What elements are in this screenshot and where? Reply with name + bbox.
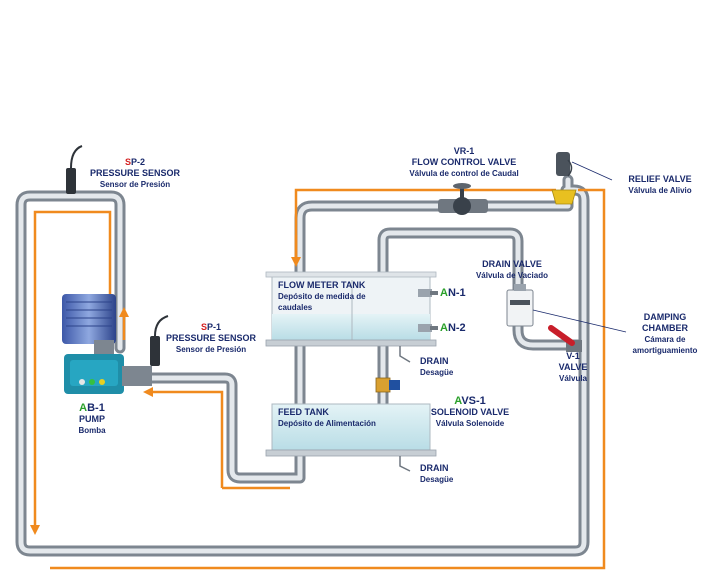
subtitle-ab1: Bomba [78, 426, 106, 435]
code-an2-prefix: A [440, 322, 448, 334]
pressure-sensor-sp2 [66, 145, 83, 194]
pressure-sensor-sp1 [150, 315, 169, 366]
damping-leader [532, 309, 627, 333]
flow-line-feed [143, 387, 224, 488]
label-drain-valve: DRAIN VALVE Válvula de Vaciado [462, 259, 562, 281]
code-an2-suffix: N-2 [447, 322, 466, 334]
subtitle-flow-tank-2: caudales [278, 303, 313, 312]
code-sp2: SP-2 [80, 157, 190, 168]
label-drain1: DRAIN Desagüe [420, 356, 480, 378]
relief-valve [551, 152, 577, 205]
title-avs1: SOLENOID VALVE [430, 407, 510, 417]
subtitle-drain-valve: Válvula de Vaciado [475, 271, 549, 280]
label-flow-tank: FLOW METER TANK Depósito de medida de ca… [278, 280, 408, 313]
label-sp2: SP-2 PRESSURE SENSOR Sensor de Presión [80, 157, 190, 190]
drain-line-1 [399, 346, 411, 363]
title-drain-valve: DRAIN VALVE [482, 259, 542, 269]
label-vr1: VR-1 FLOW CONTROL VALVE Válvula de contr… [384, 146, 544, 179]
code-avs1-prefix: A [454, 395, 462, 407]
subtitle-vr1: Válvula de control de Caudal [409, 169, 519, 178]
title-ab1: PUMP [78, 414, 105, 424]
code-sp1: SP-1 [156, 322, 266, 333]
label-feed-tank: FEED TANK Depósito de Alimentación [278, 407, 428, 429]
flow-line-right [50, 188, 606, 570]
pipe-network [15, 174, 590, 557]
level-sensor-an1 [418, 289, 438, 297]
flow-line-return [30, 210, 112, 535]
title-sp2: PRESSURE SENSOR [89, 168, 181, 178]
code-sp2-suffix: P-2 [131, 157, 146, 167]
label-an1: AN-1 [440, 288, 466, 299]
valve-v1 [548, 325, 582, 352]
code-ab1-suffix: B-1 [87, 402, 105, 414]
subtitle-sp2: Sensor de Presión [99, 180, 171, 189]
code-sp1-prefix: S [200, 322, 207, 332]
label-avs1: AVS-1 SOLENOID VALVE Válvula Solenoide [410, 396, 530, 429]
level-sensor-an2 [418, 324, 438, 332]
title-sp1: PRESSURE SENSOR [165, 333, 257, 343]
subtitle-avs1: Válvula Solenoide [435, 419, 505, 428]
code-an1-prefix: A [440, 287, 448, 299]
subtitle-flow-tank-1: Depósito de medida de [278, 292, 366, 301]
label-ab1: AB-1 PUMP Bomba [62, 403, 122, 436]
code-sp1-suffix: P-1 [207, 322, 222, 332]
flow-direction-lines [30, 188, 606, 570]
flow-meter-tank [265, 271, 437, 347]
title-drain2: DRAIN [420, 463, 449, 473]
flow-control-valve [438, 183, 488, 215]
label-sp1: SP-1 PRESSURE SENSOR Sensor de Presión [156, 322, 266, 355]
title-feed-tank: FEED TANK [278, 407, 329, 417]
label-damping: DAMPING CHAMBER Cámara de amortiguamient… [618, 312, 712, 356]
code-avs1-suffix: VS-1 [461, 395, 486, 407]
subtitle-feed-tank: Depósito de Alimentación [278, 419, 376, 428]
code-sp2-prefix: S [124, 157, 131, 167]
damping-chamber [506, 284, 534, 327]
label-drain2: DRAIN Desagüe [420, 463, 480, 485]
relief-leader [571, 161, 613, 181]
label-relief: RELIEF VALVE Válvula de Alivio [610, 174, 710, 196]
solenoid-valve [375, 377, 400, 393]
subtitle-drain2: Desagüe [420, 475, 454, 484]
subtitle-damping-1: Cámara de [644, 335, 686, 344]
drain-line-2 [399, 456, 411, 472]
subtitle-v1: Válvula [558, 374, 587, 383]
subtitle-relief: Válvula de Alivio [628, 186, 692, 195]
code-ab1: AB-1 [62, 403, 122, 414]
code-an1-suffix: N-1 [447, 287, 466, 299]
code-v1: V-1 [566, 351, 580, 361]
subtitle-drain1: Desagüe [420, 368, 454, 377]
title-drain1: DRAIN [420, 356, 449, 366]
subtitle-sp1: Sensor de Presión [175, 345, 247, 354]
title-damping-1: DAMPING [643, 312, 687, 322]
code-ab1-prefix: A [79, 402, 88, 414]
title-vr1: FLOW CONTROL VALVE [411, 157, 517, 167]
title-v1: VALVE [558, 362, 588, 372]
pump [62, 294, 152, 394]
feed-tank [265, 403, 437, 457]
title-relief: RELIEF VALVE [628, 174, 692, 184]
title-damping-2: CHAMBER [642, 323, 688, 333]
label-an2: AN-2 [440, 323, 466, 334]
subtitle-damping-2: amortiguamiento [632, 346, 698, 355]
label-v1: V-1 VALVE Válvula [548, 351, 598, 384]
title-flow-tank: FLOW METER TANK [278, 280, 366, 290]
code-vr1: VR-1 [453, 146, 475, 156]
code-avs1: AVS-1 [410, 396, 530, 407]
